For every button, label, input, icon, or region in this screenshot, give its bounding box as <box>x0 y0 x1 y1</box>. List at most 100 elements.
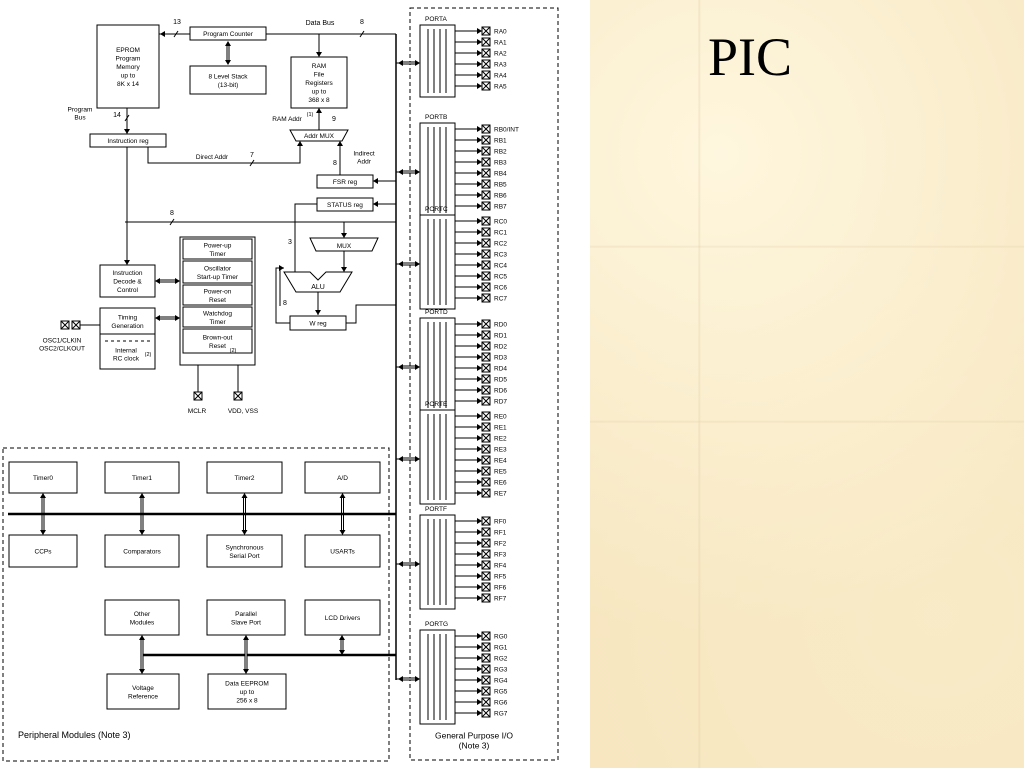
arrowhead <box>139 493 145 498</box>
pin-label-rg0: RG0 <box>494 634 508 641</box>
pin-label-rd3: RD3 <box>494 355 507 362</box>
addr-mux-label: Addr MUX <box>304 133 335 140</box>
timing-generation-label: Generation <box>111 323 144 330</box>
timer-0 <box>182 238 253 260</box>
port-name: PORTD <box>425 309 448 316</box>
timer-3-label: Watchdog <box>203 310 232 317</box>
alu-status-wire2 <box>294 203 317 211</box>
pin-label-rg1: RG1 <box>494 645 508 652</box>
pin-label-rf1: RF1 <box>494 530 507 537</box>
pin-label-rc7: RC7 <box>494 296 507 303</box>
arrowhead <box>477 633 482 639</box>
arrowhead <box>339 635 345 640</box>
arrowhead <box>339 650 345 655</box>
arrowhead <box>477 170 482 176</box>
pin-x <box>481 81 491 91</box>
timer-4-label: Reset <box>209 343 226 350</box>
arrowhead <box>241 530 248 535</box>
pin-x <box>481 433 491 443</box>
pin-x <box>481 59 491 69</box>
pin-x <box>481 422 491 432</box>
pin-x <box>481 653 491 663</box>
instruction-decode <box>99 264 156 298</box>
timer-2-label: Reset <box>209 297 226 304</box>
pin-x <box>481 477 491 487</box>
pin-label-ra1: RA1 <box>494 40 507 47</box>
arrowhead <box>477 573 482 579</box>
pin-x <box>481 319 491 329</box>
pin-x <box>481 271 491 281</box>
arrowhead <box>398 261 403 267</box>
arrowhead <box>477 273 482 279</box>
stack-block <box>189 65 267 95</box>
pin-x <box>193 391 203 401</box>
pin-label-rf6: RF6 <box>494 585 507 592</box>
timer-2-label: Power-on <box>204 288 232 295</box>
data-eeprom-label: up to <box>240 689 255 696</box>
pin-label-rg2: RG2 <box>494 656 508 663</box>
pin-label-rd6: RD6 <box>494 388 507 395</box>
arrowhead <box>373 201 378 207</box>
parallel-slave-port-label: Slave Port <box>231 619 261 626</box>
ram-addr-note: (1) <box>307 112 314 118</box>
internal-rc-label: RC clock <box>113 356 140 363</box>
arrowhead <box>477 468 482 474</box>
parallel-slave-port <box>206 599 286 636</box>
arrowhead <box>477 181 482 187</box>
arrowhead <box>124 260 130 265</box>
other-modules <box>104 599 180 636</box>
alu-label: ALU <box>311 284 325 291</box>
port-register <box>419 24 456 98</box>
internal-rc-note: (2) <box>145 352 152 358</box>
pin-x <box>481 582 491 592</box>
arrowhead <box>339 493 346 498</box>
arrowhead <box>225 60 231 65</box>
brownout-note: (2) <box>230 348 237 354</box>
arrowhead <box>477 387 482 393</box>
pin-x <box>481 48 491 58</box>
ram-addr-label: RAM Addr <box>272 116 302 123</box>
data-eeprom <box>207 673 287 710</box>
ram-block-label: File <box>314 72 325 79</box>
voltage-reference <box>106 673 180 710</box>
pin-x <box>481 168 491 178</box>
pin-label-ra4: RA4 <box>494 73 507 80</box>
peripheral-caption: Peripheral Modules (Note 3) <box>18 730 131 740</box>
arrowhead <box>477 159 482 165</box>
arrowhead <box>477 584 482 590</box>
pin-x <box>481 70 491 80</box>
parallel-slave-port-label: Parallel <box>235 611 257 618</box>
arrowhead <box>477 240 482 246</box>
port-name: PORTF <box>425 506 447 513</box>
arrowhead <box>477 137 482 143</box>
pin-x <box>481 363 491 373</box>
pin-label-rd2: RD2 <box>494 344 507 351</box>
pin-x <box>481 352 491 362</box>
pin-label-rg7: RG7 <box>494 711 508 718</box>
arrowhead <box>155 278 160 284</box>
eprom-block-label: up to <box>121 73 136 80</box>
eprom-block-label: Program <box>116 56 141 63</box>
timer-0-label: Timer <box>209 251 226 258</box>
timer-0-label: Power-up <box>204 242 232 249</box>
pin-x <box>481 227 491 237</box>
peripheral-row2-0-label: CCPs <box>35 549 53 556</box>
pin-x <box>481 444 491 454</box>
peripheral-row2-1 <box>104 534 180 568</box>
port-name: PORTE <box>425 401 448 408</box>
stack-block-label: 8 Level Stack <box>208 73 248 80</box>
eprom-block <box>96 24 160 109</box>
arrowhead <box>160 31 165 37</box>
arrowhead <box>477 562 482 568</box>
gpio-caption: General Purpose I/O <box>435 731 513 741</box>
arrowhead <box>398 456 403 462</box>
pin-label-rf3: RF3 <box>494 552 507 559</box>
arrowhead <box>477 551 482 557</box>
pin-x <box>481 26 491 36</box>
arrowhead <box>415 561 420 567</box>
direct-addr-wire <box>147 141 301 164</box>
instruction-decode-label: Decode & <box>113 279 142 286</box>
timer-4 <box>182 328 253 354</box>
pin-x <box>481 216 491 226</box>
